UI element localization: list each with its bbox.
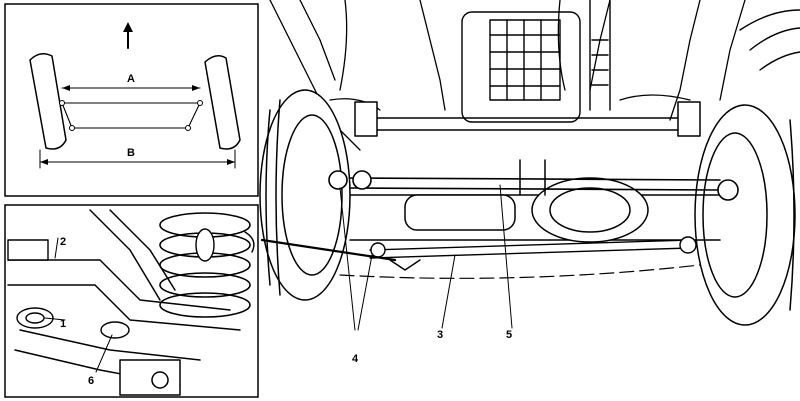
inset-wheel-alignment: A B	[4, 3, 259, 197]
callout-5: 5	[499, 184, 513, 341]
callout-1: 1	[60, 318, 66, 330]
callout-3: 3	[437, 254, 456, 341]
bushings	[7, 228, 255, 339]
right-wheel	[694, 104, 796, 326]
callout-4: 4	[339, 187, 373, 365]
callout-6: 6	[88, 375, 94, 387]
main-assembly-view	[259, 0, 800, 326]
underbody-edge	[339, 264, 701, 279]
track-rod	[328, 170, 739, 201]
fuel-tank	[461, 11, 581, 123]
exhaust-pipes	[589, 0, 800, 111]
control-arm	[7, 209, 241, 396]
dimension-b: B	[39, 147, 236, 169]
left-tyre	[29, 53, 67, 150]
callout-label: 5	[506, 329, 512, 341]
left-wheel	[259, 89, 351, 301]
forward-direction-arrow-icon	[123, 22, 133, 49]
dimension-b-label: B	[127, 147, 135, 159]
inset-connector-line	[260, 238, 397, 262]
callout-label: 3	[437, 329, 443, 341]
right-tyre	[204, 55, 241, 150]
dimension-a-label: A	[127, 73, 135, 85]
callout-label: 4	[352, 353, 359, 365]
lower-stabilizer-link	[369, 236, 697, 271]
rear-axle	[349, 159, 721, 243]
upper-stabilizer-bar	[354, 101, 701, 137]
callout-2: 2	[60, 236, 66, 248]
underbody-frame	[269, 0, 746, 151]
inset-bushing-detail: 2 1 6	[4, 204, 259, 398]
dimension-a: A	[61, 73, 201, 91]
